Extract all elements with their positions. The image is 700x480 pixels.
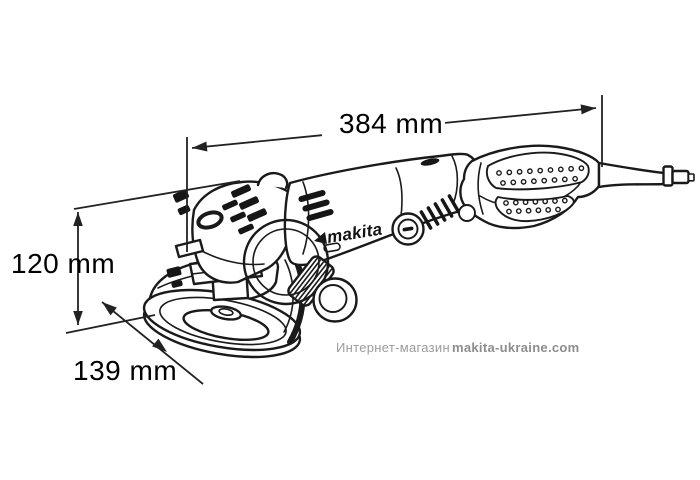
grip-dots	[496, 165, 585, 215]
height-dimension-label: 120 mm	[11, 248, 116, 279]
side-handle	[242, 218, 358, 323]
watermark-store-type: Интернет-магазин	[336, 340, 450, 355]
dimension-length-384	[186, 95, 603, 252]
watermark-site-name: makita-ukraine.com	[452, 340, 580, 355]
dimension-width-139	[101, 301, 204, 385]
power-cord	[597, 161, 695, 189]
gear-head	[172, 171, 295, 284]
motor-housing	[283, 152, 484, 267]
rear-handle	[458, 144, 601, 230]
lock-button	[391, 212, 425, 246]
length-dimension-label: 384 mm	[339, 108, 444, 139]
grinding-disc	[142, 288, 302, 359]
width-dimension-label: 139 mm	[73, 355, 178, 386]
trigger-knob	[458, 204, 476, 222]
handle-flange-ring	[242, 218, 330, 306]
dimension-height-120	[65, 180, 241, 334]
